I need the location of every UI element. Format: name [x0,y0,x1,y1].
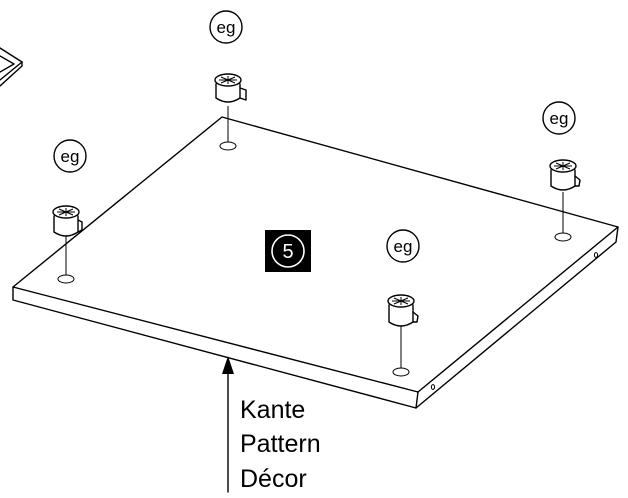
cam-lock-front-left [52,205,83,275]
eg-label-back-right: eg [542,101,576,135]
hole-front-center [392,367,410,377]
edge-callout-text: Kante Pattern Décor [240,396,321,493]
eg-label-back-left: eg [209,10,243,44]
hole-back-right [554,232,572,242]
eg-label-front-left: eg [53,139,87,173]
hole-back-left [219,141,237,151]
edge-label-kante: Kante [240,396,305,424]
svg-text:eg: eg [217,18,236,37]
hole-front-left [57,274,75,284]
svg-text:eg: eg [61,147,80,166]
svg-text:eg: eg [394,237,413,256]
edge-label-decor: Décor [240,465,307,493]
cam-lock-back-right [549,159,581,233]
edge-indicator-arrow [222,356,234,493]
edge-label-pattern: Pattern [240,430,321,458]
svg-text:eg: eg [550,109,569,128]
cam-lock-front-center [387,294,419,368]
cam-lock-back-left [214,73,247,142]
adjacent-panel-fragment [0,47,23,87]
step-number-badge: 5 [265,230,311,272]
step-number: 5 [282,241,293,263]
eg-label-front-center: eg [386,229,420,263]
board-panel [12,116,619,409]
